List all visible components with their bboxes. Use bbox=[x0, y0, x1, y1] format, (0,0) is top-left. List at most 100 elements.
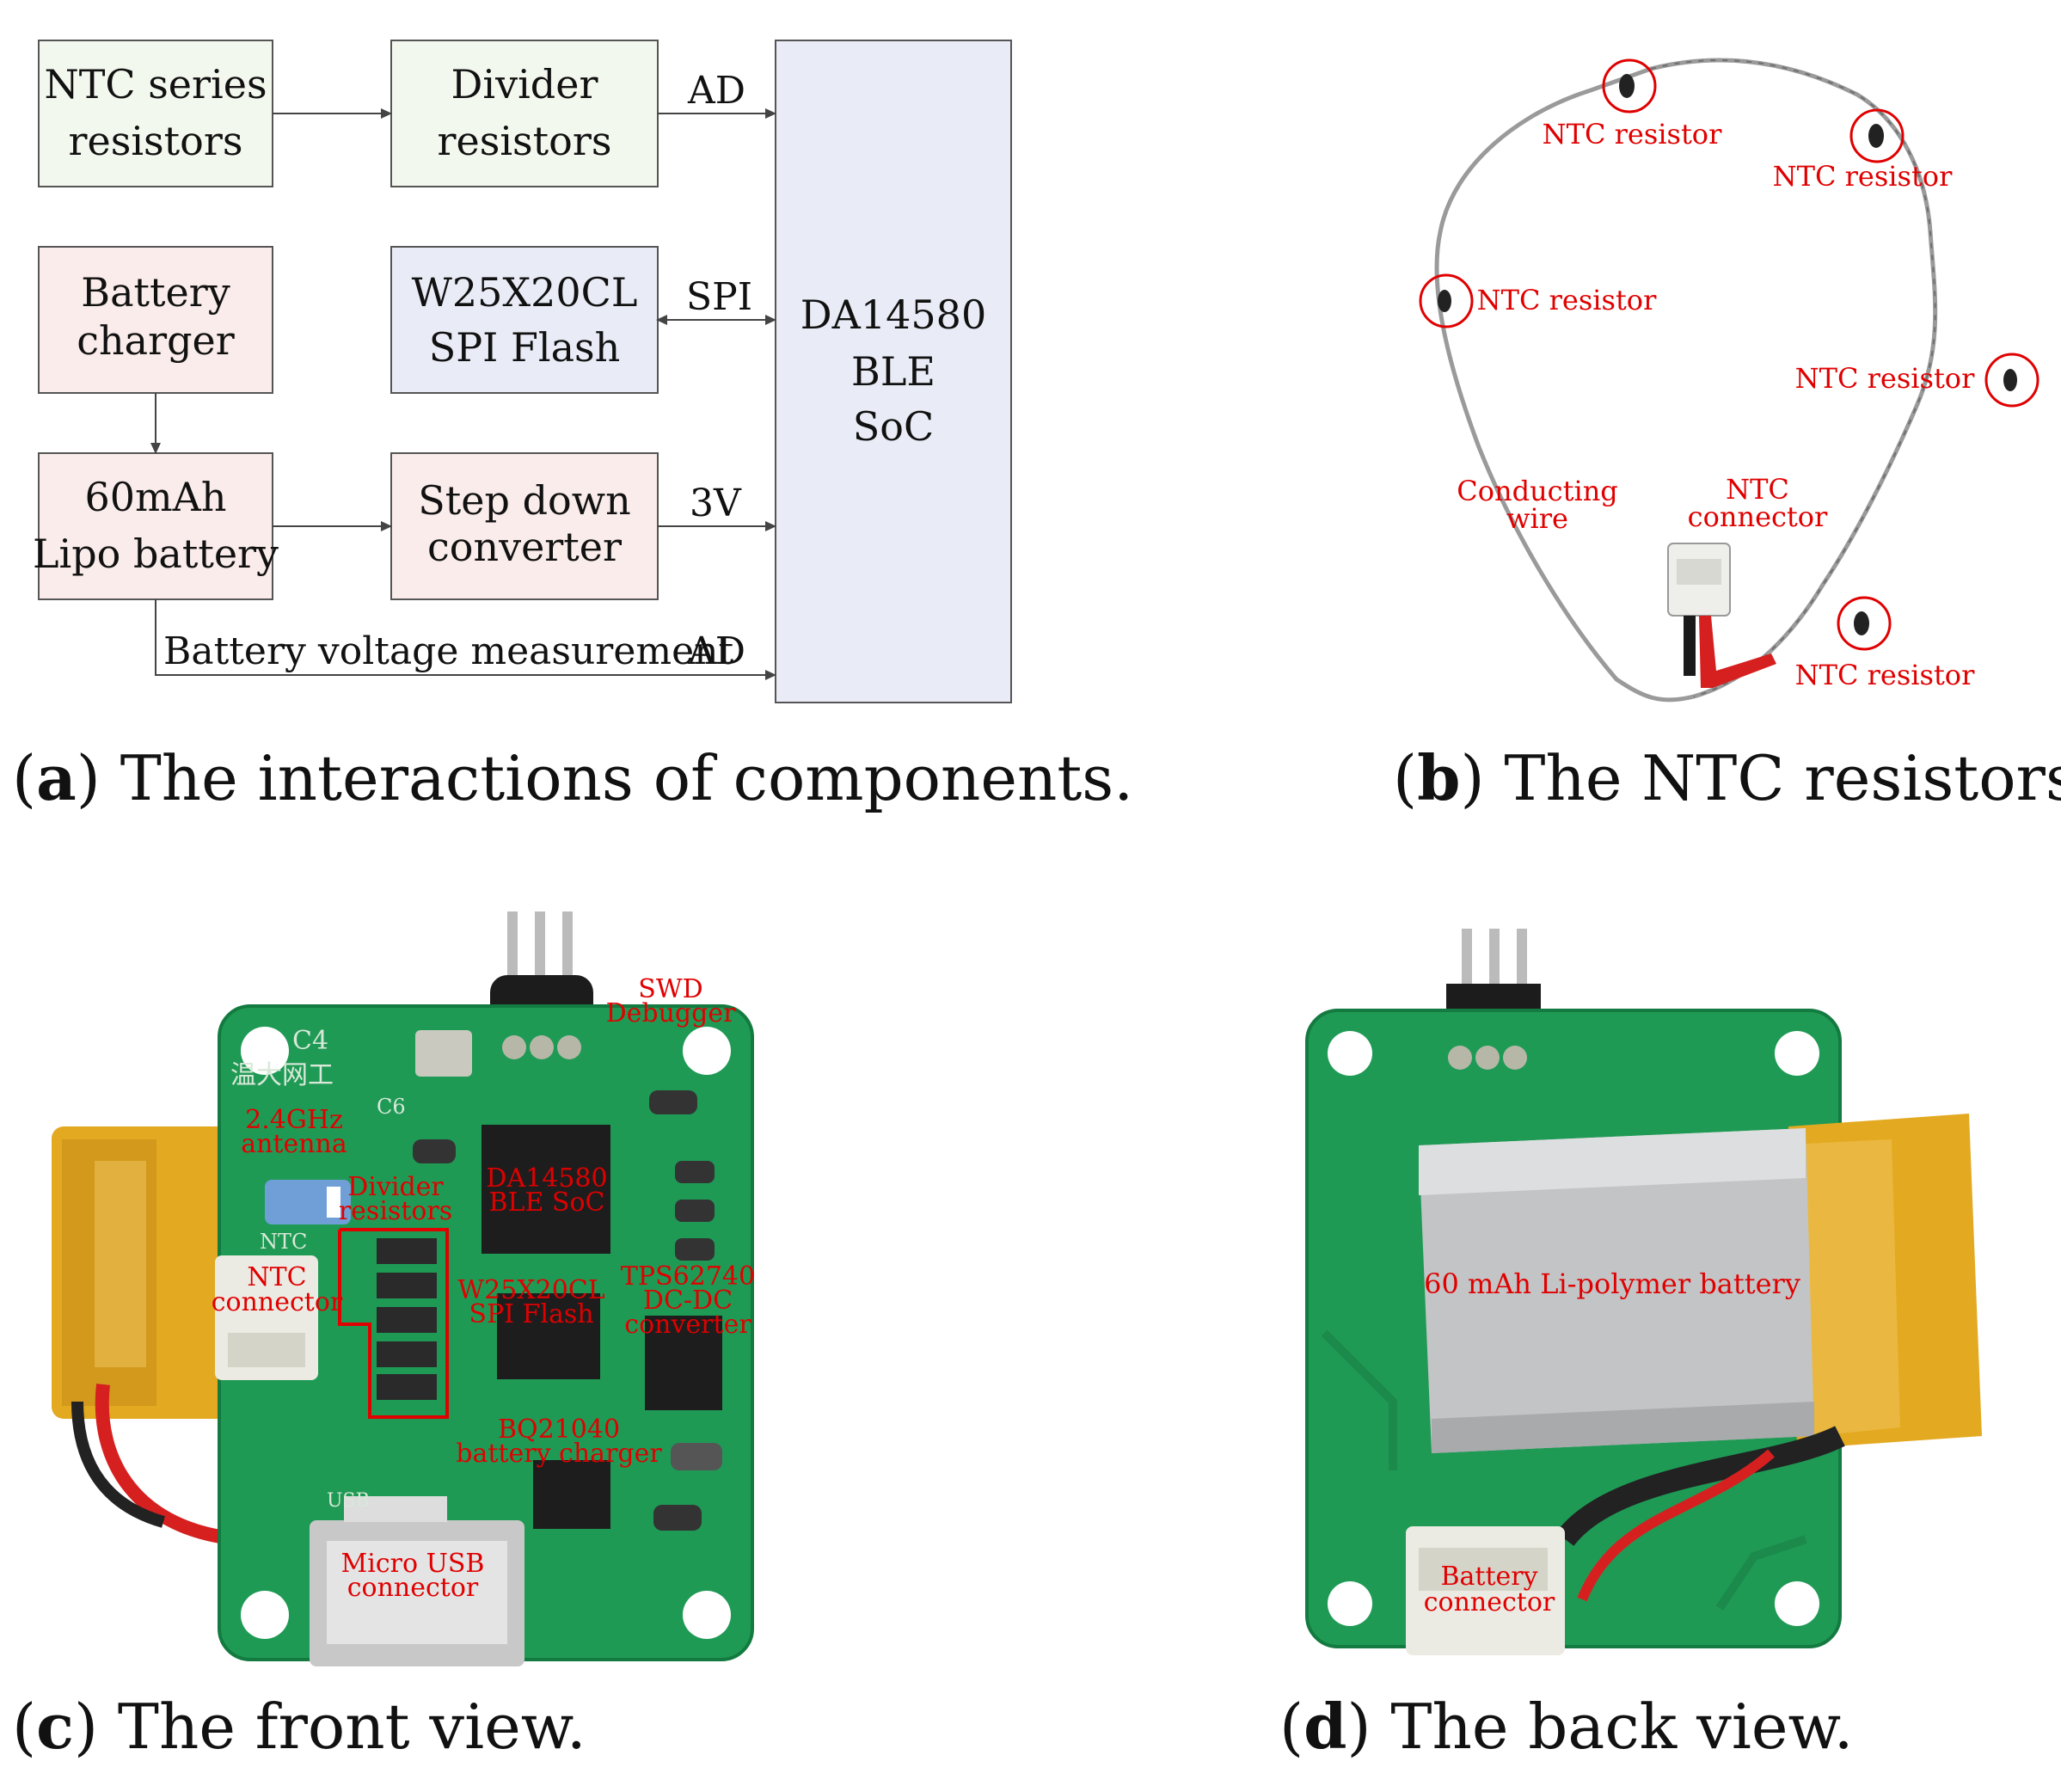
signal-ad-top: AD bbox=[687, 69, 745, 113]
ntc-circle-1 bbox=[1602, 58, 1657, 114]
ntc-label-3: NTC resistor bbox=[1477, 284, 1657, 316]
block-spi-flash: W25X20CL SPI Flash bbox=[390, 246, 659, 394]
block-ntc-series: NTC series resistors bbox=[38, 40, 273, 187]
ntc-connector-icon bbox=[1667, 543, 1776, 688]
soc-label-line2: BLE SoC bbox=[489, 1188, 605, 1218]
caption-d: (d) The back view. bbox=[1279, 1690, 1854, 1763]
caption-d-letter: d bbox=[1303, 1690, 1347, 1763]
ntc-bead-4 bbox=[2003, 369, 2017, 391]
ntc-label-5: NTC resistor bbox=[1795, 659, 1975, 691]
dcdc-label-line1: TPS62740 bbox=[621, 1261, 755, 1292]
battery-label: 60 mAh Li-polymer battery bbox=[1424, 1267, 1800, 1300]
caption-b: (b) The NTC resistors. bbox=[1393, 741, 2061, 814]
ntc-circle-5 bbox=[1837, 596, 1892, 651]
ntc-label-2: NTC resistor bbox=[1773, 160, 1953, 193]
conducting-wire-label-line2: wire bbox=[1506, 502, 1568, 535]
pcb-front-photo: C4 温大网工 C6 NTC USB SWD Debugger 2.4GHz a… bbox=[52, 911, 755, 1666]
caption-c: (c) The front view. bbox=[12, 1690, 586, 1763]
battery-wire-red bbox=[95, 1384, 242, 1546]
ntc-connector-front-label-line1: NTC bbox=[247, 1262, 306, 1292]
divider-highlight-box bbox=[338, 1228, 449, 1419]
caption-a-text: The interactions of components. bbox=[100, 742, 1134, 814]
pcb-board-front bbox=[215, 1004, 754, 1666]
block-divider: Divider resistors bbox=[390, 40, 659, 187]
dcdc-label-line2: DC-DC bbox=[643, 1286, 733, 1316]
block-soc-line3: SoC bbox=[853, 403, 934, 450]
signal-spi: SPI bbox=[686, 275, 752, 319]
block-battery-charger-line2: charger bbox=[77, 317, 234, 364]
caption-c-letter: c bbox=[36, 1690, 74, 1763]
back-wire-black bbox=[1555, 1426, 1845, 1547]
block-spi-flash-line1: W25X20CL bbox=[412, 269, 638, 316]
conducting-wire-label-line1: Conducting bbox=[1457, 475, 1618, 507]
ntc-circle-2 bbox=[1849, 108, 1905, 163]
divider-label-line1: Divider bbox=[347, 1172, 444, 1202]
caption-a-letter: a bbox=[36, 741, 77, 814]
ntc-bead-3 bbox=[1438, 290, 1451, 312]
ntc-bead-2 bbox=[1868, 124, 1884, 148]
block-step-down: Step down converter bbox=[390, 452, 659, 600]
caption-b-text: The NTC resistors. bbox=[1484, 742, 2061, 814]
dcdc-label-line3: converter bbox=[624, 1310, 751, 1340]
swd-label-line1: SWD bbox=[638, 974, 702, 1004]
block-divider-line2: resistors bbox=[438, 118, 612, 164]
block-soc: DA14580 BLE SoC bbox=[775, 40, 1012, 703]
block-battery-line2: Lipo battery bbox=[33, 531, 279, 577]
block-battery: 60mAh Lipo battery bbox=[33, 452, 279, 600]
block-spi-flash-line2: SPI Flash bbox=[429, 324, 621, 371]
antenna-label-line1: 2.4GHz bbox=[245, 1105, 343, 1135]
ntc-circle-4 bbox=[1984, 353, 2040, 408]
battery-tape bbox=[1788, 1114, 1982, 1449]
usb-label-line2: connector bbox=[347, 1573, 479, 1603]
block-step-down-line1: Step down bbox=[418, 477, 630, 524]
battery-connector-label-line1: Battery bbox=[1440, 1562, 1537, 1592]
caption-b-letter: b bbox=[1417, 741, 1461, 814]
caption-a: (a) The interactions of components. bbox=[12, 741, 1134, 814]
back-header-pins bbox=[1446, 929, 1541, 1015]
silk-c4: C4 bbox=[292, 1026, 328, 1056]
charger-label-line2: battery charger bbox=[456, 1439, 662, 1469]
caption-c-text: The front view. bbox=[98, 1691, 586, 1763]
battery-pack-left bbox=[52, 1126, 267, 1419]
battery-cell bbox=[1419, 1128, 1814, 1453]
pcb-back-photo: 60 mAh Li-polymer battery Battery connec… bbox=[1305, 929, 1982, 1655]
block-diagram: NTC series resistors Divider resistors B… bbox=[33, 40, 1012, 703]
ntc-circle-3 bbox=[1419, 273, 1474, 328]
ntc-bead-1 bbox=[1619, 74, 1635, 98]
block-battery-line1: 60mAh bbox=[85, 474, 227, 520]
antenna-label-line2: antenna bbox=[241, 1129, 347, 1159]
battery-connector-icon bbox=[1406, 1526, 1565, 1655]
back-wire-red bbox=[1577, 1449, 1775, 1602]
battery-connector-label-line2: connector bbox=[1424, 1587, 1555, 1617]
charger-label-line1: BQ21040 bbox=[498, 1415, 620, 1445]
flash-label-line1: W25X20CL bbox=[457, 1275, 604, 1305]
silk-c6: C6 bbox=[377, 1095, 406, 1119]
block-step-down-line2: converter bbox=[427, 524, 622, 570]
signal-ad-bottom: AD bbox=[687, 629, 745, 673]
block-battery-charger-line1: Battery bbox=[81, 269, 230, 316]
block-ntc-series-line1: NTC series bbox=[44, 61, 267, 107]
silk-ntc: NTC bbox=[260, 1230, 307, 1254]
usb-label-line1: Micro USB bbox=[341, 1549, 485, 1579]
ntc-connector-label-line2: connector bbox=[1688, 500, 1828, 533]
soc-label-line1: DA14580 bbox=[486, 1163, 607, 1194]
signal-battery-measure: Battery voltage measurement bbox=[163, 629, 733, 673]
swd-label-line2: Debugger bbox=[606, 998, 736, 1028]
ntc-bead-5 bbox=[1854, 611, 1869, 635]
silk-chinese: 温大网工 bbox=[230, 1060, 334, 1090]
ntc-connector-label-line1: NTC bbox=[1726, 473, 1789, 506]
ntc-resistor-photo: NTC resistor NTC resistor NTC resistor N… bbox=[1419, 58, 2040, 703]
block-divider-line1: Divider bbox=[451, 61, 598, 107]
block-soc-line1: DA14580 bbox=[800, 292, 986, 338]
signal-3v: 3V bbox=[690, 482, 742, 525]
ntc-connector-front-label-line2: connector bbox=[212, 1287, 343, 1317]
block-ntc-series-line2: resistors bbox=[69, 118, 243, 164]
block-soc-line2: BLE bbox=[851, 348, 935, 395]
flash-label-line2: SPI Flash bbox=[469, 1299, 593, 1329]
divider-label-line2: resistors bbox=[339, 1196, 452, 1226]
block-battery-charger: Battery charger bbox=[38, 246, 273, 394]
ntc-label-4: NTC resistor bbox=[1795, 362, 1975, 395]
silk-usb: USB bbox=[327, 1490, 370, 1512]
caption-d-text: The back view. bbox=[1371, 1691, 1854, 1763]
ntc-label-1: NTC resistor bbox=[1543, 118, 1722, 150]
